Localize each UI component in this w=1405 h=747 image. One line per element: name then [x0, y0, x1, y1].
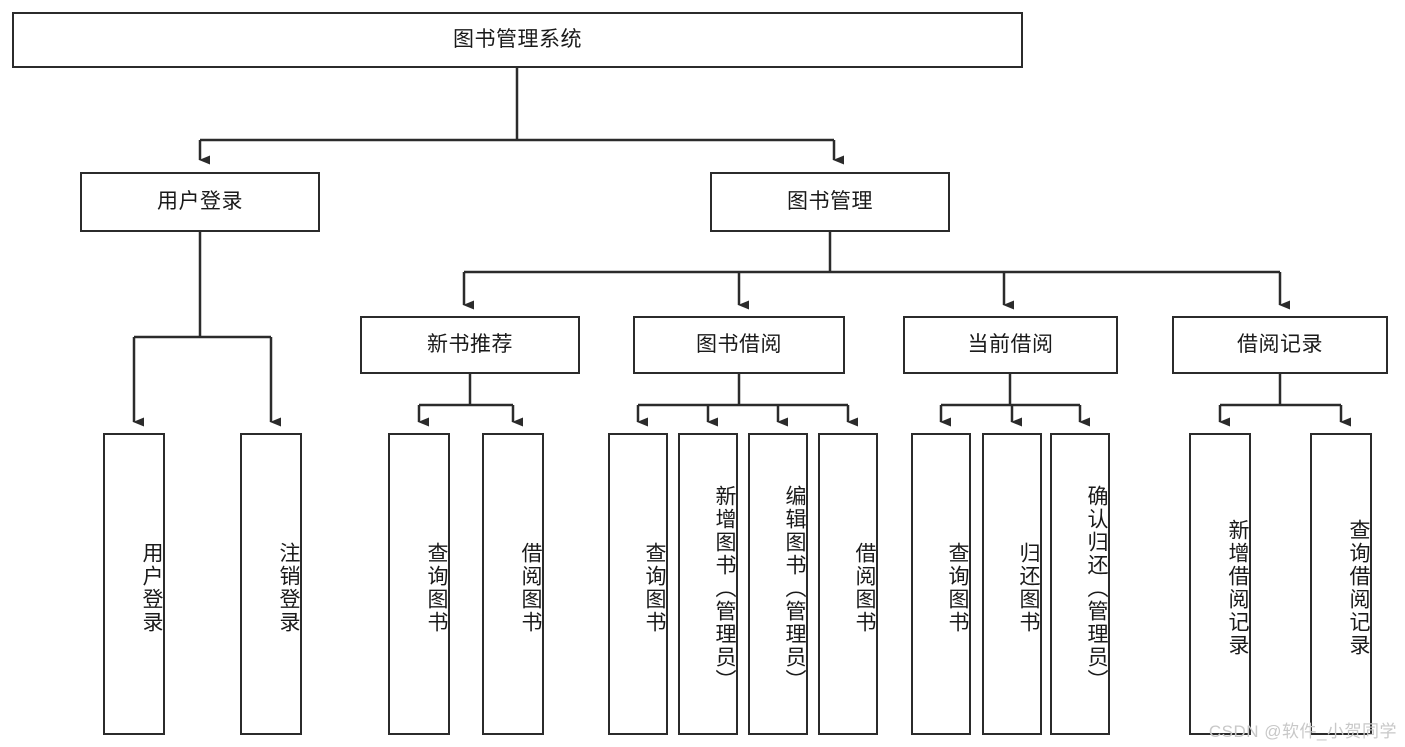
edge-newbook-to-leaves: [417, 374, 523, 427]
node-leaf-add-borrow-record[interactable]: 新增借阅记录: [1189, 433, 1251, 735]
node-label: 用户登录: [140, 542, 163, 634]
node-label: 图书管理: [787, 190, 873, 214]
edge-userlogin-to-leaves: [132, 232, 281, 427]
node-book-borrow[interactable]: 图书借阅: [633, 316, 845, 374]
node-label: 查询图书: [425, 542, 448, 634]
node-leaf-query-book-1[interactable]: 查询图书: [388, 433, 450, 735]
node-leaf-add-book[interactable]: 新增图书（管理员）: [678, 433, 738, 735]
edge-currentborrow-to-leaves: [939, 374, 1090, 427]
node-label: 注销登录: [277, 542, 300, 634]
node-label: 借阅图书: [853, 542, 876, 634]
node-borrow-record[interactable]: 借阅记录: [1172, 316, 1388, 374]
node-user-login[interactable]: 用户登录: [80, 172, 320, 232]
node-label: 确认归还（管理员）: [1085, 484, 1108, 692]
node-label: 借阅记录: [1237, 333, 1323, 357]
edge-bookmanage-to-level3: [462, 232, 1290, 310]
node-book-management[interactable]: 图书管理: [710, 172, 950, 232]
node-label: 归还图书: [1017, 542, 1040, 634]
node-leaf-user-logout[interactable]: 注销登录: [240, 433, 302, 735]
node-leaf-query-book-2[interactable]: 查询图书: [608, 433, 668, 735]
node-label: 查询图书: [643, 542, 666, 634]
node-leaf-confirm-return[interactable]: 确认归还（管理员）: [1050, 433, 1110, 735]
node-leaf-user-login[interactable]: 用户登录: [103, 433, 165, 735]
node-label: 编辑图书（管理员）: [783, 484, 806, 692]
node-label: 当前借阅: [967, 333, 1054, 357]
node-label: 新书推荐: [427, 333, 513, 357]
edge-root-to-level2: [198, 68, 844, 165]
node-new-book-recommend[interactable]: 新书推荐: [360, 316, 580, 374]
node-label: 图书借阅: [696, 333, 782, 357]
edge-borrowrecord-to-leaves: [1218, 374, 1351, 427]
node-label: 借阅图书: [519, 542, 542, 634]
node-label: 图书管理系统: [453, 28, 582, 52]
edge-bookborrow-to-leaves: [636, 374, 858, 427]
node-leaf-query-borrow-record[interactable]: 查询借阅记录: [1310, 433, 1372, 735]
node-root-system[interactable]: 图书管理系统: [12, 12, 1023, 68]
node-label: 查询图书: [946, 542, 969, 634]
node-current-borrow[interactable]: 当前借阅: [903, 316, 1118, 374]
node-label: 查询借阅记录: [1347, 519, 1370, 657]
node-leaf-borrow-book-2[interactable]: 借阅图书: [818, 433, 878, 735]
node-label: 新增借阅记录: [1226, 519, 1249, 657]
node-leaf-return-book[interactable]: 归还图书: [982, 433, 1042, 735]
node-label: 用户登录: [157, 190, 243, 214]
node-leaf-borrow-book-1[interactable]: 借阅图书: [482, 433, 544, 735]
node-leaf-edit-book[interactable]: 编辑图书（管理员）: [748, 433, 808, 735]
node-leaf-query-book-3[interactable]: 查询图书: [911, 433, 971, 735]
node-label: 新增图书（管理员）: [713, 484, 736, 692]
